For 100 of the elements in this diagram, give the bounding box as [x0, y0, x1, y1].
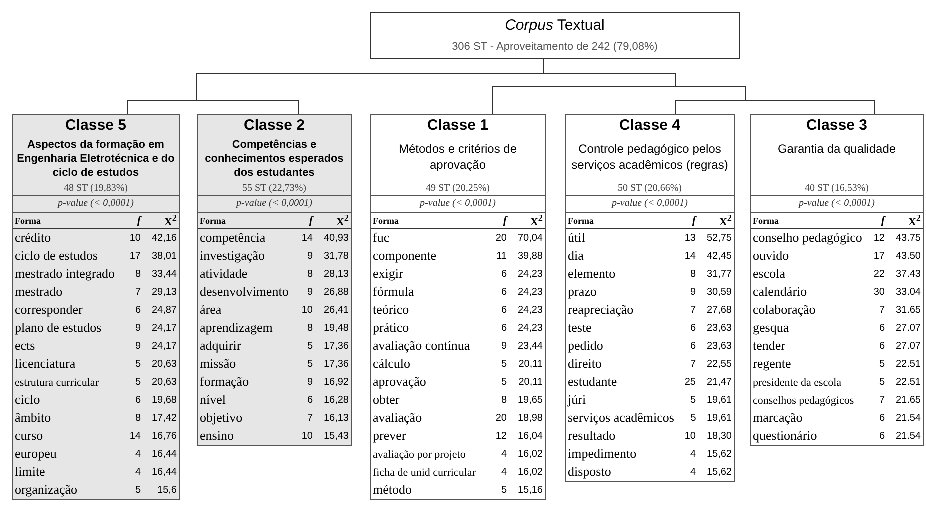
frequency-value: 13: [684, 232, 696, 244]
column-header: f: [881, 214, 885, 226]
chi-square-value: 21.65: [896, 394, 921, 406]
word-form: disposto: [568, 464, 612, 479]
chi-square-value: 23,63: [706, 340, 732, 352]
frequency-value: 5: [135, 358, 141, 370]
frequency-value: 5: [690, 412, 696, 424]
segment-count: 40 ST (16,53%): [804, 183, 870, 194]
chi-square-value: 19,68: [152, 394, 177, 406]
chi-square-value: 70,04: [518, 232, 543, 244]
chi-square-value: 18,98: [518, 412, 543, 424]
frequency-value: 5: [879, 358, 885, 370]
frequency-value: 25: [684, 376, 696, 388]
word-form: missão: [200, 356, 236, 371]
frequency-value: 7: [690, 358, 696, 370]
class-title: Classe 2: [244, 117, 305, 134]
frequency-value: 4: [501, 466, 507, 478]
word-form: âmbito: [15, 410, 52, 425]
chi-square-value: 19,65: [518, 394, 543, 406]
frequency-value: 9: [135, 322, 141, 334]
word-form: calendário: [753, 284, 808, 299]
word-form: pedido: [568, 338, 604, 353]
frequency-value: 7: [135, 286, 141, 298]
word-form: impedimento: [568, 446, 637, 461]
chi-square-value: 16,02: [518, 448, 543, 460]
class-description: Controle pedagógico pelos serviços acadêmicos (regras): [570, 141, 730, 173]
word-form: prever: [373, 428, 406, 443]
chi-square-value: 24,23: [518, 286, 543, 298]
corpus-box: [370, 12, 740, 59]
chi-square-value: 16,13: [324, 412, 349, 424]
frequency-value: 8: [307, 268, 313, 280]
word-form: tender: [753, 338, 786, 353]
frequency-value: 8: [307, 322, 313, 334]
segment-count: 49 ST (20,25%): [425, 183, 491, 194]
chi-square-value: 17,42: [152, 412, 177, 424]
segment-count: 50 ST (20,66%): [617, 183, 683, 194]
chi-square-value: 16,04: [518, 430, 543, 442]
chi-square-value: 18,30: [706, 430, 732, 442]
chi-square-value: 24,17: [152, 340, 177, 352]
chi-square-value: 16,44: [152, 466, 177, 478]
word-form: curso: [15, 428, 44, 443]
column-header: Forma: [15, 216, 41, 226]
frequency-value: 7: [307, 412, 313, 424]
chi-square-value: 27.07: [896, 340, 921, 352]
word-form: nível: [200, 392, 226, 407]
class-title: Classe 5: [66, 117, 126, 134]
word-form: serviços acadêmicos: [568, 410, 674, 425]
chi-square-value: 24,23: [518, 304, 543, 316]
chi-square-value: 21.54: [896, 430, 921, 442]
frequency-value: 4: [690, 448, 696, 460]
word-form: prazo: [568, 284, 597, 299]
word-form: aprovação: [373, 374, 426, 389]
chi-square-value: 42,45: [706, 250, 732, 262]
column-header: f: [309, 214, 313, 226]
word-form: cálculo: [373, 356, 411, 371]
word-form: objetivo: [200, 410, 243, 425]
column-header: X$^{2}$: [530, 212, 543, 228]
chi-square-value: 39,88: [518, 250, 543, 262]
chi-square-value: 15,43: [324, 430, 349, 442]
frequency-value: 9: [501, 340, 507, 352]
chi-square-value: 20,63: [152, 358, 177, 370]
column-header: f: [692, 214, 696, 226]
word-form: conselho pedagógico: [753, 230, 862, 245]
word-form: prático: [373, 320, 410, 335]
word-form: ciclo: [15, 392, 40, 407]
class-description: Garantia da qualidade: [776, 141, 898, 157]
word-form: corresponder: [15, 302, 83, 317]
word-form: fuc: [373, 230, 390, 245]
word-form: teórico: [373, 302, 410, 317]
chi-square-value: 27.07: [896, 322, 921, 334]
chi-square-value: 15,62: [706, 466, 732, 478]
class-title: Classe 3: [806, 117, 868, 134]
column-header: X$^{2}$: [908, 212, 921, 228]
chi-square-value: 19,61: [706, 412, 732, 424]
word-form: europeu: [15, 446, 57, 461]
chi-square-value: 52,75: [706, 232, 732, 244]
chi-square-value: 28,13: [324, 268, 349, 280]
frequency-value: 10: [684, 430, 696, 442]
chi-square-value: 20,63: [152, 376, 177, 388]
frequency-value: 12: [874, 232, 885, 244]
word-form: área: [200, 302, 222, 317]
chi-square-value: 38,01: [152, 250, 177, 262]
frequency-value: 6: [690, 322, 696, 334]
word-form: colaboração: [753, 302, 816, 317]
frequency-value: 11: [496, 250, 507, 262]
word-form: organização: [15, 482, 78, 497]
chi-square-value: 15,16: [518, 484, 543, 496]
frequency-value: 20: [496, 232, 507, 244]
chi-square-value: 16,44: [152, 448, 177, 460]
word-form: licenciatura: [15, 356, 76, 371]
word-form: reapreciação: [568, 302, 634, 317]
chi-square-value: 29,13: [152, 286, 177, 298]
column-header: f: [137, 214, 141, 226]
chi-square-value: 31.65: [896, 304, 921, 316]
word-form: limite: [15, 464, 46, 479]
frequency-value: 9: [307, 250, 313, 262]
chi-square-value: 26,41: [324, 304, 349, 316]
word-form: teste: [568, 320, 592, 335]
column-header: Forma: [753, 216, 779, 226]
frequency-value: 10: [130, 232, 141, 244]
